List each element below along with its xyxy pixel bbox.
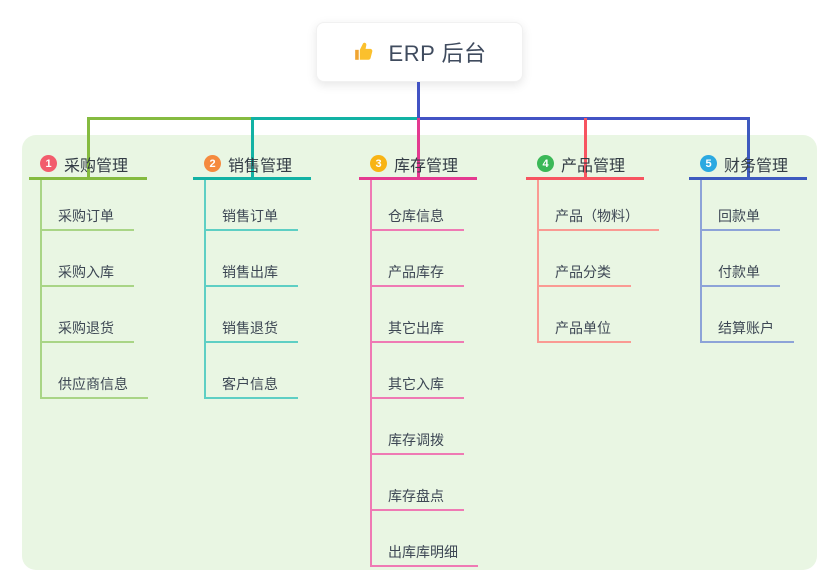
child-node-采购订单[interactable]: 采购订单 — [40, 204, 134, 231]
child-node-产品单位[interactable]: 产品单位 — [537, 316, 631, 343]
branch-spine-line — [204, 180, 206, 399]
root-node[interactable]: ERP 后台 — [316, 22, 523, 82]
child-node-库存调拨[interactable]: 库存调拨 — [370, 428, 464, 455]
thumbs-up-icon — [353, 39, 379, 65]
root-title: ERP 后台 — [388, 41, 487, 66]
branch-drop-line — [417, 118, 420, 180]
branch-label: 采购管理 — [64, 157, 129, 175]
branch-number-badge: 2 — [204, 155, 221, 172]
branch-drop-line — [251, 118, 254, 180]
branches-panel — [22, 135, 817, 570]
child-node-付款单[interactable]: 付款单 — [700, 260, 780, 287]
branch-node-库存管理[interactable]: 3 库存管理 — [359, 150, 477, 180]
branch-drop-line — [87, 118, 90, 180]
child-node-回款单[interactable]: 回款单 — [700, 204, 780, 231]
child-node-采购入库[interactable]: 采购入库 — [40, 260, 134, 287]
branch-drop-line — [584, 118, 587, 180]
child-node-结算账户[interactable]: 结算账户 — [700, 316, 794, 343]
branch-number-badge: 4 — [537, 155, 554, 172]
child-node-产品分类[interactable]: 产品分类 — [537, 260, 631, 287]
trunk-segment-blue — [417, 117, 750, 120]
trunk-segment-teal — [251, 117, 417, 120]
branch-number-badge: 5 — [700, 155, 717, 172]
child-node-仓库信息[interactable]: 仓库信息 — [370, 204, 464, 231]
branch-spine-line — [700, 180, 702, 343]
branch-node-采购管理[interactable]: 1 采购管理 — [29, 150, 147, 180]
child-node-库存盘点[interactable]: 库存盘点 — [370, 484, 464, 511]
child-node-销售退货[interactable]: 销售退货 — [204, 316, 298, 343]
child-node-出库库明细[interactable]: 出库库明细 — [370, 540, 478, 567]
branch-drop-line — [747, 118, 750, 180]
branch-spine-line — [370, 180, 372, 567]
child-node-供应商信息[interactable]: 供应商信息 — [40, 372, 148, 399]
branch-node-产品管理[interactable]: 4 产品管理 — [526, 150, 644, 180]
root-connector-line — [417, 82, 420, 118]
child-node-客户信息[interactable]: 客户信息 — [204, 372, 298, 399]
child-node-其它出库[interactable]: 其它出库 — [370, 316, 464, 343]
branch-label: 销售管理 — [228, 157, 293, 175]
branch-label: 产品管理 — [561, 157, 626, 175]
branch-spine-line — [537, 180, 539, 343]
branch-spine-line — [40, 180, 42, 399]
branch-number-badge: 1 — [40, 155, 57, 172]
child-node-销售出库[interactable]: 销售出库 — [204, 260, 298, 287]
child-node-采购退货[interactable]: 采购退货 — [40, 316, 134, 343]
child-node-产品库存[interactable]: 产品库存 — [370, 260, 464, 287]
branch-label: 财务管理 — [724, 157, 789, 175]
branch-number-badge: 3 — [370, 155, 387, 172]
branch-label: 库存管理 — [394, 157, 459, 175]
child-node-销售订单[interactable]: 销售订单 — [204, 204, 298, 231]
child-node-其它入库[interactable]: 其它入库 — [370, 372, 464, 399]
branch-node-销售管理[interactable]: 2 销售管理 — [193, 150, 311, 180]
trunk-segment-green — [87, 117, 251, 120]
child-node-产品（物料）[interactable]: 产品（物料） — [537, 204, 659, 231]
branch-node-财务管理[interactable]: 5 财务管理 — [689, 150, 807, 180]
